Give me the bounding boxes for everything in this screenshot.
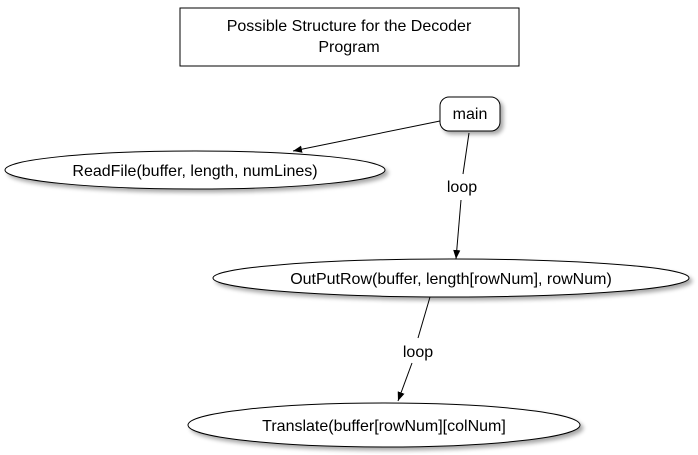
edge-main-to-loop-label <box>462 132 470 175</box>
node-main-label: main <box>453 106 488 123</box>
node-main-shape <box>439 96 501 132</box>
node-translate-label: Translate(buffer[rowNum][colNum] <box>262 418 506 435</box>
node-outputrow-label: OutPutRow(buffer, length[rowNum], rowNum… <box>290 271 612 288</box>
node-translate-shape <box>187 402 581 448</box>
node-main: main <box>439 96 501 132</box>
edge-label-loop-2: loop <box>403 344 433 361</box>
node-translate: Translate(buffer[rowNum][colNum] <box>187 402 581 448</box>
node-readfile-label: ReadFile(buffer, length, numLines) <box>72 163 317 180</box>
title-line-1: Possible Structure for the Decoder <box>227 18 472 35</box>
edge-label-loop-1: loop <box>447 179 477 196</box>
title-box-frame <box>179 7 520 67</box>
edge-main-to-readfile <box>292 120 441 153</box>
title-line-2: Program <box>318 39 379 56</box>
title-box: Possible Structure for the Decoder Progr… <box>179 7 520 67</box>
node-outputrow: OutPutRow(buffer, length[rowNum], rowNum… <box>212 258 690 298</box>
node-outputrow-shape <box>212 258 690 298</box>
edge-outputrow-to-loop-label <box>417 296 431 339</box>
edge-loop-label-to-outputrow <box>453 199 462 260</box>
edge-loop-label-to-translate <box>397 362 413 402</box>
node-readfile: ReadFile(buffer, length, numLines) <box>4 150 386 190</box>
node-readfile-shape <box>4 150 386 190</box>
